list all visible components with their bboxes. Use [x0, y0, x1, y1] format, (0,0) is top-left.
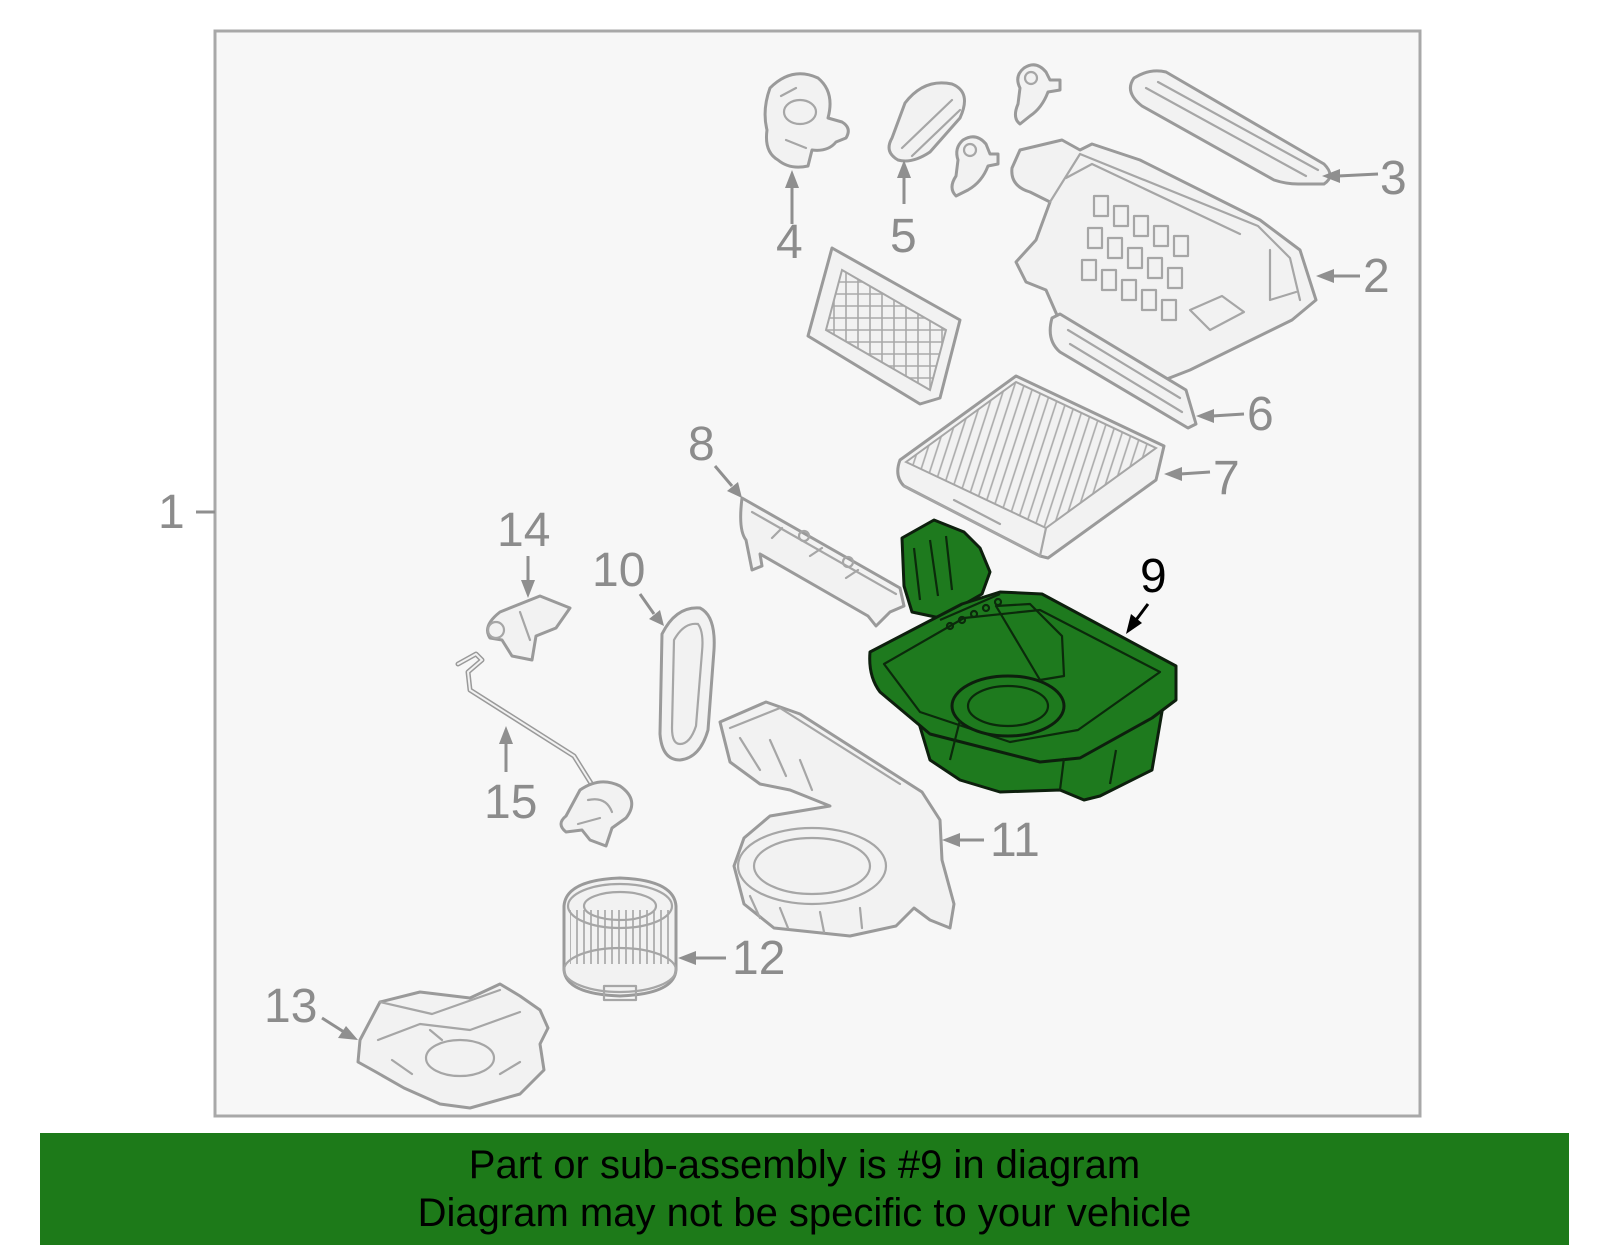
callout-13-leader: [321, 1016, 345, 1034]
callout-11-label: 11: [990, 814, 1040, 867]
callout-7[interactable]: 7: [1164, 452, 1240, 505]
callout-8-leader: [713, 465, 734, 487]
callout-10-arrowhead: [649, 610, 664, 626]
callout-7-arrowhead: [1164, 467, 1182, 481]
part-14-sensor[interactable]: [486, 594, 572, 662]
callout-14-arrowhead: [521, 580, 535, 598]
callout-4-label: 4: [776, 216, 803, 269]
callout-2[interactable]: 2: [1316, 250, 1390, 303]
callout-8-arrowhead: [727, 482, 742, 498]
callout-15[interactable]: 15: [484, 726, 537, 829]
callout-7-leader: [1179, 470, 1211, 476]
callout-5-label: 5: [890, 210, 917, 263]
callout-9-arrowhead: [1126, 614, 1142, 634]
callout-8-label: 8: [688, 418, 715, 471]
callout-13-label: 13: [264, 980, 317, 1033]
info-banner: Part or sub-assembly is #9 in diagram Di…: [40, 1133, 1569, 1245]
callout-10-label: 10: [592, 544, 645, 597]
part-12-blower-wheel[interactable]: [562, 876, 678, 1002]
part-5-actuator-upper[interactable]: [1013, 63, 1062, 126]
callout-15-label: 15: [484, 776, 537, 829]
callout-4[interactable]: 4: [776, 170, 803, 269]
callout-10-leader: [638, 593, 656, 615]
callout-11[interactable]: 11: [942, 814, 1040, 867]
callout-12[interactable]: 12: [678, 932, 785, 985]
callout-5[interactable]: 5: [890, 160, 917, 263]
part-5-actuator[interactable]: [950, 135, 1000, 198]
part-10-gasket[interactable]: [658, 606, 716, 762]
banner-line-1: Part or sub-assembly is #9 in diagram: [468, 1143, 1141, 1187]
callout-6-arrowhead: [1196, 409, 1214, 423]
callout-14[interactable]: 14: [497, 504, 550, 598]
part-9-top-duct: [900, 518, 992, 620]
callout-1[interactable]: 1: [158, 486, 215, 539]
part-4-actuator[interactable]: [763, 72, 850, 169]
callout-9[interactable]: 9: [1126, 550, 1167, 634]
part-6-seal[interactable]: [1048, 312, 1198, 430]
part-3-seal[interactable]: [1128, 69, 1332, 186]
callout-12-arrowhead: [678, 951, 696, 965]
callout-8[interactable]: 8: [688, 418, 742, 498]
callout-6-label: 6: [1247, 388, 1274, 441]
callout-1-label: 1: [158, 486, 185, 539]
callout-4-arrowhead: [785, 170, 799, 188]
callout-6-leader: [1211, 412, 1245, 418]
part-7-cabin-filter[interactable]: [896, 374, 1166, 560]
part-9-blower-intake-housing[interactable]: [868, 518, 1178, 802]
callout-9-label: 9: [1140, 550, 1167, 603]
callout-3-leader: [1337, 172, 1379, 178]
callout-7-label: 7: [1213, 452, 1240, 505]
callout-3[interactable]: 3: [1322, 152, 1407, 205]
part-13-lower-cover[interactable]: [356, 982, 550, 1110]
part-2-heater-case[interactable]: [1010, 138, 1318, 386]
callout-2-label: 2: [1363, 250, 1390, 303]
callout-3-label: 3: [1380, 152, 1407, 205]
part-grille-frame[interactable]: [806, 246, 962, 406]
callout-11-arrowhead: [942, 833, 960, 847]
callout-10[interactable]: 10: [592, 544, 664, 626]
callout-3-arrowhead: [1322, 169, 1340, 183]
callout-2-arrowhead: [1316, 269, 1334, 283]
callout-14-label: 14: [497, 504, 550, 557]
part-8-bracket[interactable]: [739, 496, 906, 628]
banner-line-2: Diagram may not be specific to your vehi…: [417, 1191, 1192, 1235]
callout-6[interactable]: 6: [1196, 388, 1274, 441]
callout-5-arrowhead: [897, 160, 911, 178]
part-15-harness[interactable]: [455, 651, 634, 848]
part-5-seal[interactable]: [887, 81, 966, 163]
callout-13-arrowhead: [338, 1026, 358, 1040]
callout-9-leader: [1134, 603, 1150, 621]
callout-15-arrowhead: [499, 726, 513, 744]
callout-13[interactable]: 13: [264, 980, 358, 1040]
part-11-blower-housing[interactable]: [718, 700, 956, 938]
callout-12-label: 12: [732, 932, 785, 985]
